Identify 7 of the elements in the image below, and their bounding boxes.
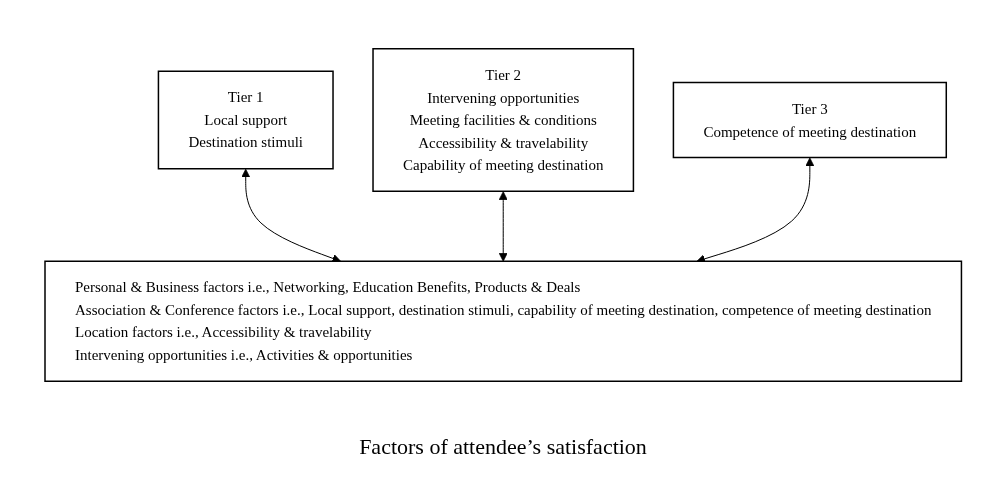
arrow (498, 191, 508, 262)
node-box: Tier 1 Local support Destination stimuli (157, 70, 334, 170)
caption: Factors of attendee’s satisfaction (359, 434, 647, 460)
node-box: Tier 3 Competence of meeting destination (672, 81, 947, 159)
node-box: Tier 2 Intervening opportunities Meeting facilities & conditions Accessibility & travelability Capability of meeting destination (372, 48, 634, 192)
node-box: Personal & Business factors i.e., Networking, Education Benefits, Products & Deals Association & Conference factors i.e., Local support, destination stimuli, capability of meeting destination, competence of meeting destination Location factors i.e., Accessibility & travelability Intervening opportunities i.e., Activities & opportunities (44, 260, 962, 382)
arrow (241, 168, 341, 263)
